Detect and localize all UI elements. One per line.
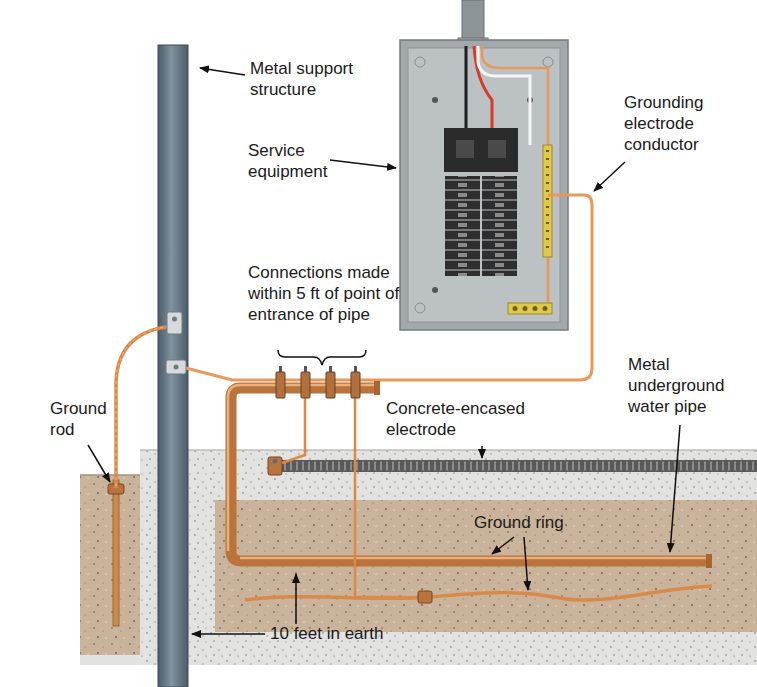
- bonding-jumper: [116, 326, 175, 488]
- breaker-handle: [456, 140, 474, 158]
- clamp-screw: [354, 366, 357, 372]
- leader-arrow: [492, 537, 514, 554]
- pipe-clamp: [276, 372, 285, 398]
- soil-texture: [80, 475, 140, 655]
- leader-arrow: [295, 574, 297, 624]
- ground-rod: [113, 480, 119, 626]
- clamp-bolt: [273, 459, 278, 464]
- pipe-end: [374, 381, 380, 395]
- column-clamp: [166, 360, 186, 374]
- pipe-clamp: [351, 372, 360, 398]
- grounding-electrode-wire: [186, 195, 592, 380]
- bar-screw: [543, 306, 548, 311]
- leader-arrow: [330, 160, 396, 168]
- clamp-screw: [304, 366, 307, 372]
- breaker-handle: [488, 140, 506, 158]
- callout-label: Service equipment: [248, 140, 343, 182]
- leader-arrow: [481, 446, 483, 458]
- panel-enclosure: [400, 40, 568, 330]
- callout-label: Concrete-encased electrode: [386, 398, 561, 440]
- leader-arrow: [88, 445, 110, 482]
- rebar-clamp: [268, 457, 282, 475]
- branch-breakers: [444, 176, 518, 276]
- ungrounded-conductor: [465, 46, 468, 128]
- callout-label: Metal underground water pipe: [628, 354, 738, 417]
- ground-bar: [508, 303, 552, 314]
- grade-line: [80, 474, 140, 476]
- metal-column: [158, 45, 188, 687]
- ground-ring-conductor: [245, 586, 712, 600]
- callout-label: Connections made within 5 ft of point of…: [248, 262, 408, 325]
- leader-arrow: [192, 633, 265, 635]
- pipe-clamp: [326, 372, 335, 398]
- clamp-screw: [329, 366, 332, 372]
- rebar-ribs: [278, 462, 757, 471]
- gravel-left: [80, 655, 140, 665]
- callout-label: Grounding electrode conductor: [624, 92, 749, 155]
- leader-arrow: [670, 425, 680, 552]
- pipe-clamp: [301, 372, 310, 398]
- bar-screw: [533, 306, 538, 311]
- callout-label: Metal support structure: [250, 58, 390, 100]
- mounting-hole: [432, 97, 438, 103]
- strand-texture: [116, 326, 175, 488]
- soil-left: [80, 475, 140, 655]
- clamp-screw: [279, 366, 282, 372]
- knockout: [415, 57, 425, 67]
- callout-label: Ground ring: [474, 512, 594, 533]
- ring-clamp: [418, 591, 432, 603]
- rebar: [278, 460, 757, 472]
- clamp-bolt: [174, 365, 179, 370]
- pipe-highlight: [240, 557, 710, 560]
- clamp-bolt: [172, 317, 177, 322]
- electrode-bonding-wire: [282, 398, 305, 463]
- leader-arrow: [524, 537, 528, 590]
- pipe-end: [706, 554, 712, 568]
- knockout: [415, 303, 425, 313]
- mounting-hole: [432, 287, 438, 293]
- callout-label: Ground rod: [50, 398, 122, 440]
- bus-screws: [546, 150, 549, 252]
- leader-arrow: [200, 68, 245, 75]
- leader-lines: [88, 68, 680, 634]
- leader-arrow: [594, 162, 625, 191]
- bracket: [278, 350, 366, 365]
- main-breaker: [444, 128, 518, 172]
- bar-screw: [513, 306, 518, 311]
- knockout: [543, 57, 553, 67]
- column-clamp: [167, 312, 182, 334]
- bar-screw: [523, 306, 528, 311]
- callout-label: 10 feet in earth: [270, 623, 420, 644]
- bus-bar: [543, 145, 552, 257]
